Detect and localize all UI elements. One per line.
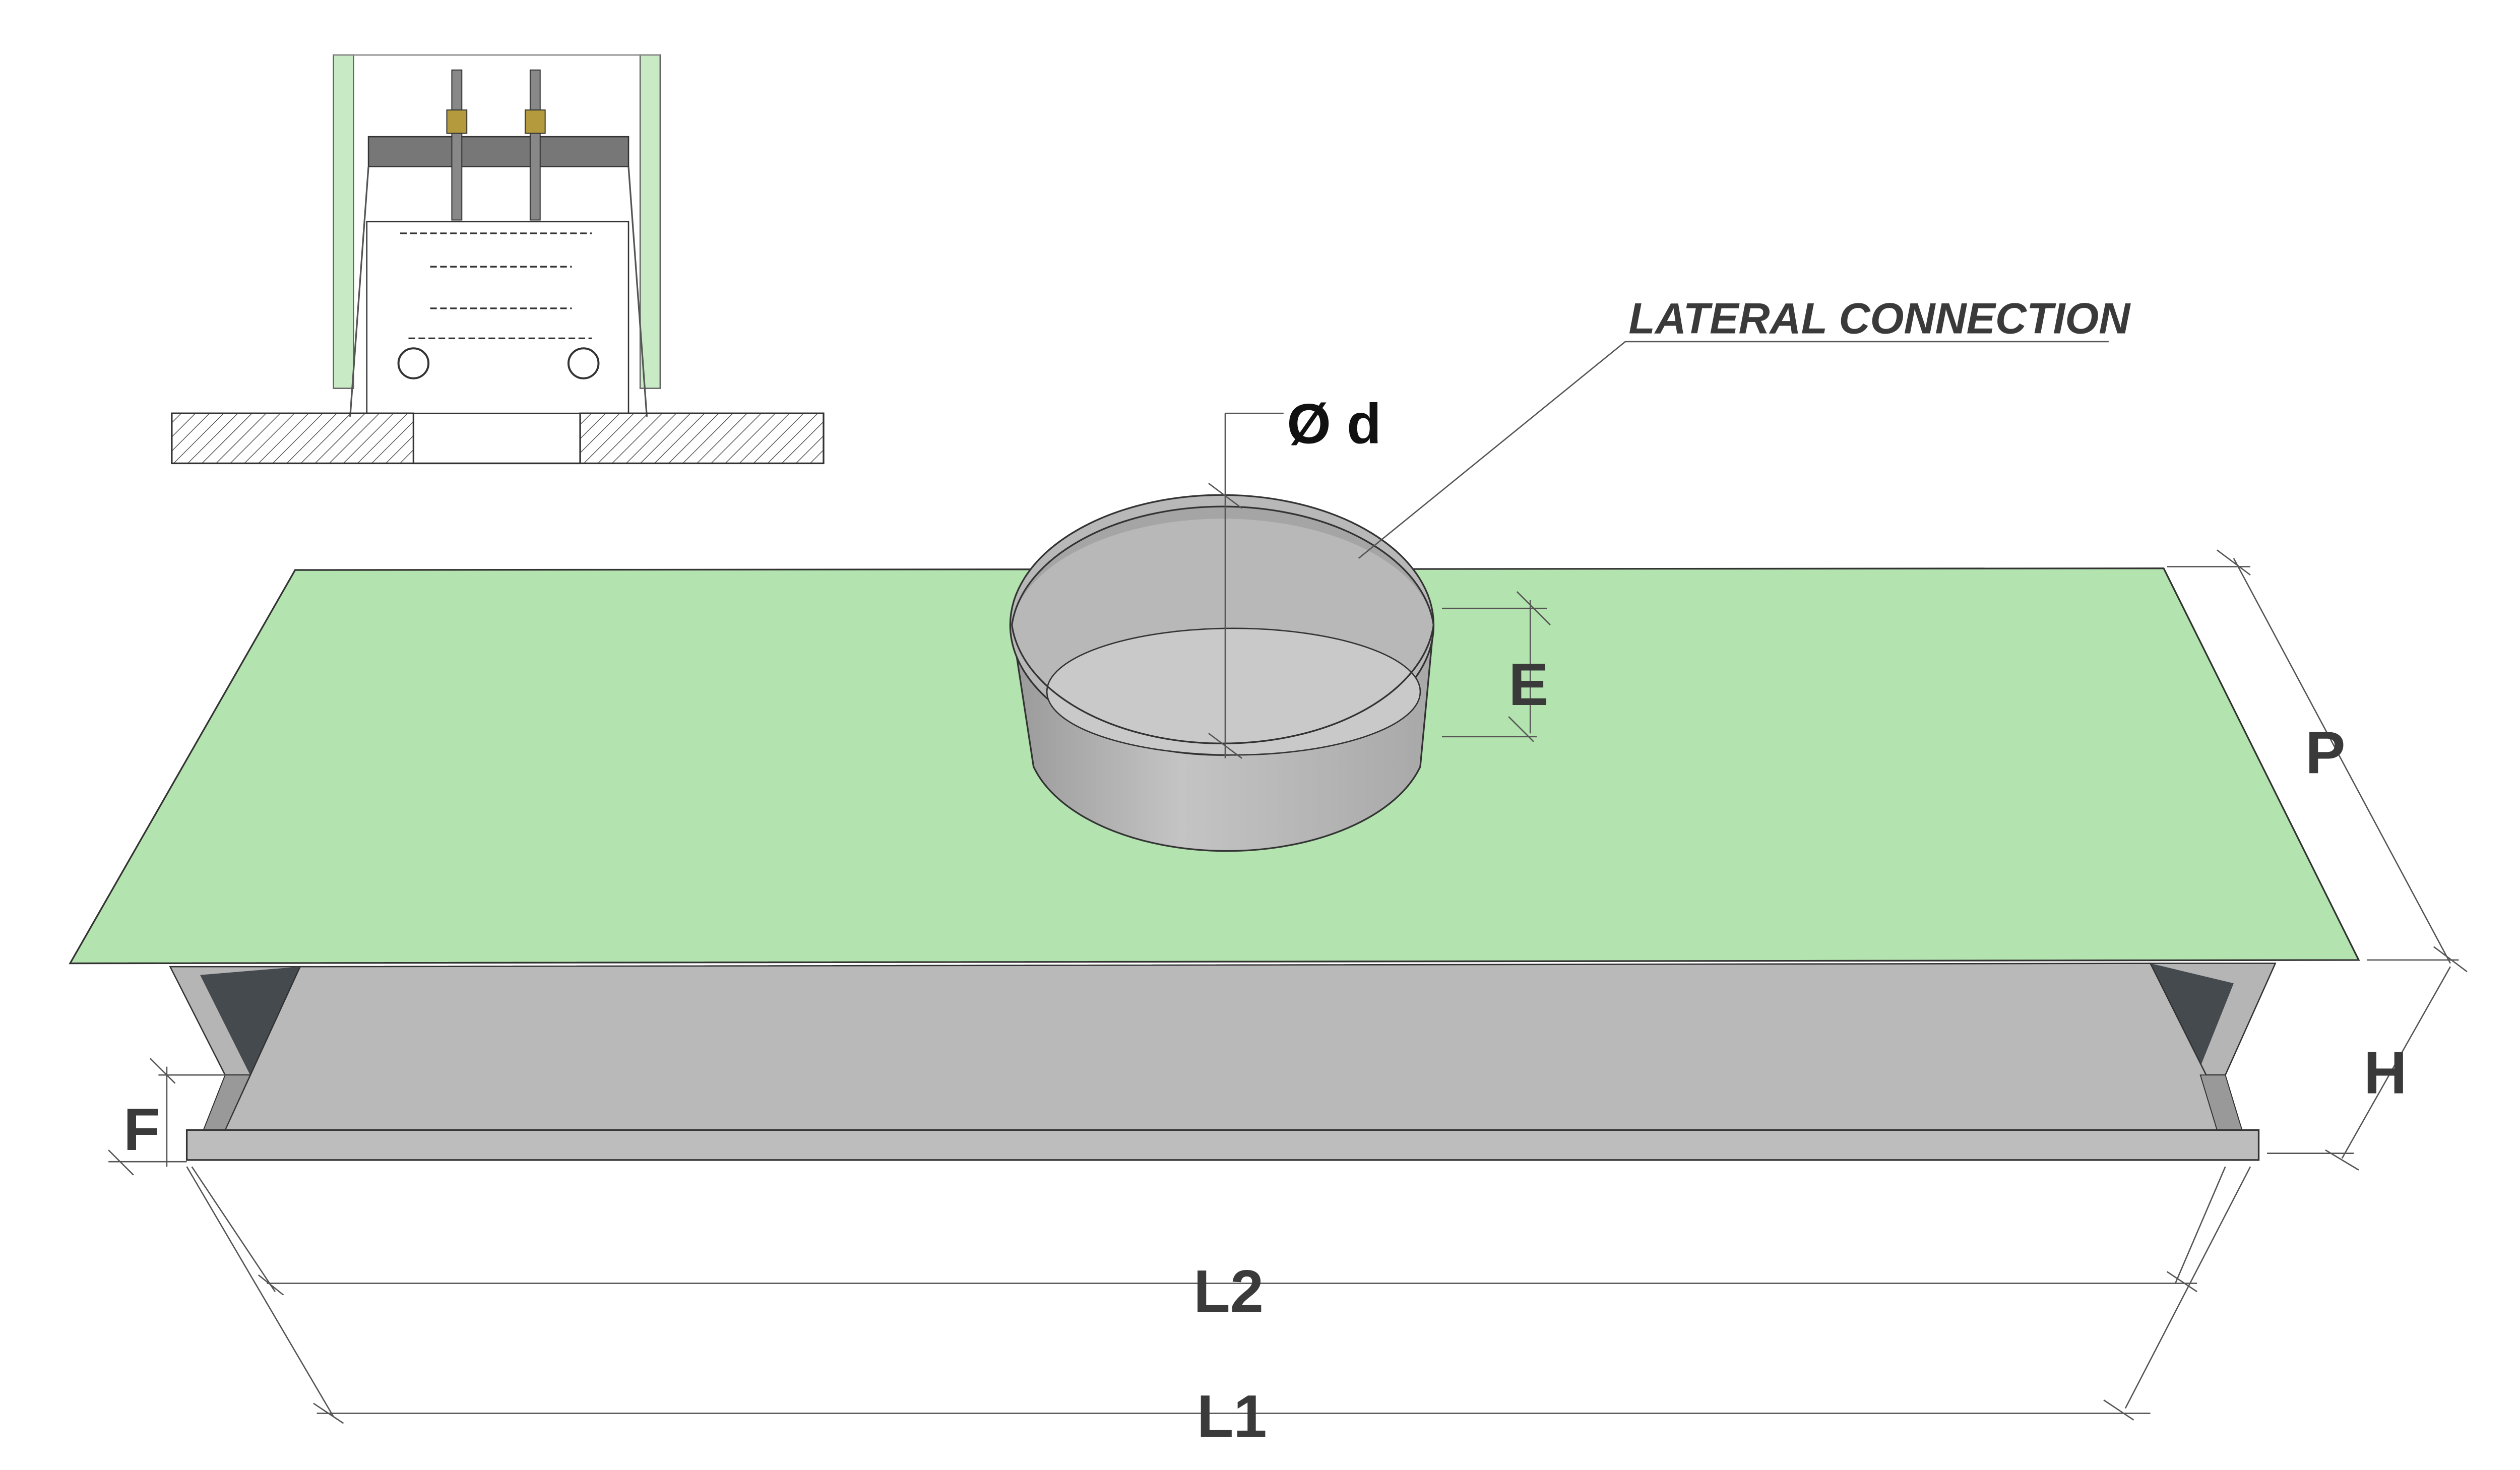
label-e: E	[1508, 651, 1548, 718]
dimension-lines	[108, 341, 2468, 1424]
label-l2: L2	[1193, 1258, 1264, 1325]
plenum-box	[169, 963, 2277, 1161]
label-lateral-connection: LATERAL CONNECTION	[1628, 294, 2131, 343]
label-l1: L1	[1197, 1383, 1267, 1450]
label-h: H	[2364, 1040, 2407, 1107]
lateral-connection-collar	[1009, 494, 1435, 852]
label-diameter: Ø d	[1287, 392, 1381, 456]
label-p: P	[2305, 720, 2345, 787]
section-detail-inset	[171, 54, 825, 465]
label-f: F	[123, 1096, 160, 1163]
